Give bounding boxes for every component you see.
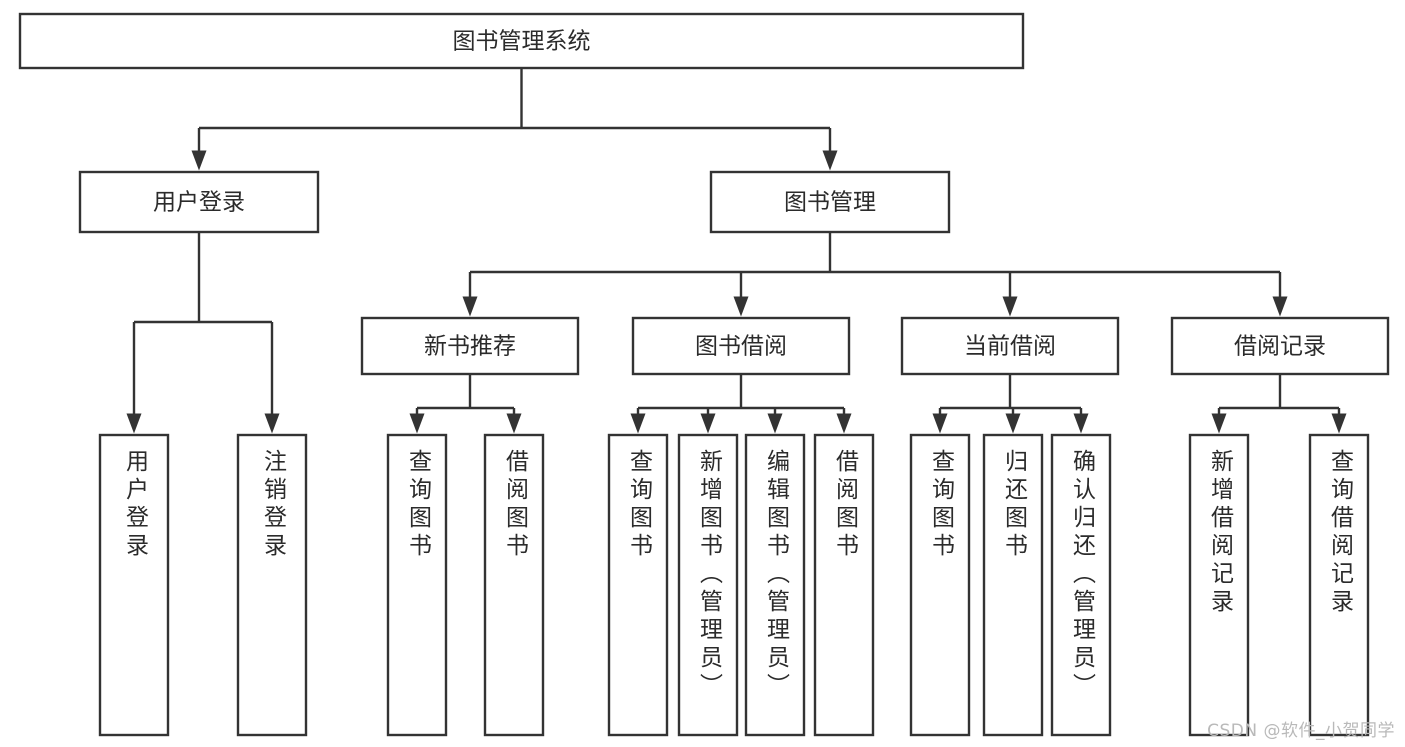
connector-arrow-icon: [1331, 413, 1347, 434]
node-leaf-edit-book-box[interactable]: [744, 433, 806, 737]
connector-arrow-icon: [767, 413, 783, 434]
node-user-login-box[interactable]: [78, 170, 320, 234]
connector-arrow-icon: [1073, 413, 1089, 434]
connectors-layer: [126, 68, 1347, 434]
connector-arrow-icon: [932, 413, 948, 434]
node-new-book-recommend-box[interactable]: [360, 316, 580, 376]
node-book-manage-label: 图书管理: [784, 190, 876, 216]
node-leaf-logout-box[interactable]: [236, 433, 308, 737]
node-borrow-record-box[interactable]: [1170, 316, 1390, 376]
connector-arrow-icon: [700, 413, 716, 434]
node-borrow-record-label: 借阅记录: [1234, 334, 1326, 360]
node-new-book-recommend-label: 新书推荐: [424, 334, 516, 360]
connector-arrow-icon: [126, 413, 142, 434]
node-leaf-query-book-recommend-box[interactable]: [386, 433, 448, 737]
node-leaf-return-book-box[interactable]: [982, 433, 1044, 737]
connector-arrow-icon: [409, 413, 425, 434]
connector-arrow-icon: [1272, 296, 1288, 317]
connector-arrow-icon: [733, 296, 749, 317]
boxes-layer: [18, 12, 1390, 737]
connector-arrow-icon: [1005, 413, 1021, 434]
node-user-login-label: 用户登录: [153, 190, 245, 216]
node-current-borrow-label: 当前借阅: [964, 334, 1056, 360]
node-leaf-query-book-current-box[interactable]: [909, 433, 971, 737]
node-leaf-add-borrow-record-box[interactable]: [1188, 433, 1250, 737]
node-root-box[interactable]: [18, 12, 1025, 70]
node-book-borrow-box[interactable]: [631, 316, 851, 376]
connector-arrow-icon: [836, 413, 852, 434]
node-book-manage-box[interactable]: [709, 170, 951, 234]
node-leaf-borrow-book-recommend-box[interactable]: [483, 433, 545, 737]
node-leaf-query-borrow-record-box[interactable]: [1308, 433, 1370, 737]
connector-arrow-icon: [264, 413, 280, 434]
node-current-borrow-box[interactable]: [900, 316, 1120, 376]
node-root-label: 图书管理系统: [453, 29, 591, 55]
connector-arrow-icon: [462, 296, 478, 317]
node-leaf-add-book-box[interactable]: [677, 433, 739, 737]
node-leaf-confirm-return-box[interactable]: [1050, 433, 1112, 737]
node-leaf-borrow-book-box[interactable]: [813, 433, 875, 737]
connector-arrow-icon: [191, 150, 207, 171]
csdn-watermark: CSDN @软件_小贺同学: [1207, 721, 1395, 741]
node-leaf-query-book-borrow-box[interactable]: [607, 433, 669, 737]
node-book-borrow-label: 图书借阅: [695, 334, 787, 360]
connector-arrow-icon: [1002, 296, 1018, 317]
connector-arrow-icon: [630, 413, 646, 434]
connector-arrow-icon: [1211, 413, 1227, 434]
connector-arrow-icon: [506, 413, 522, 434]
connector-arrow-icon: [822, 150, 838, 171]
node-leaf-user-login-box[interactable]: [98, 433, 170, 737]
